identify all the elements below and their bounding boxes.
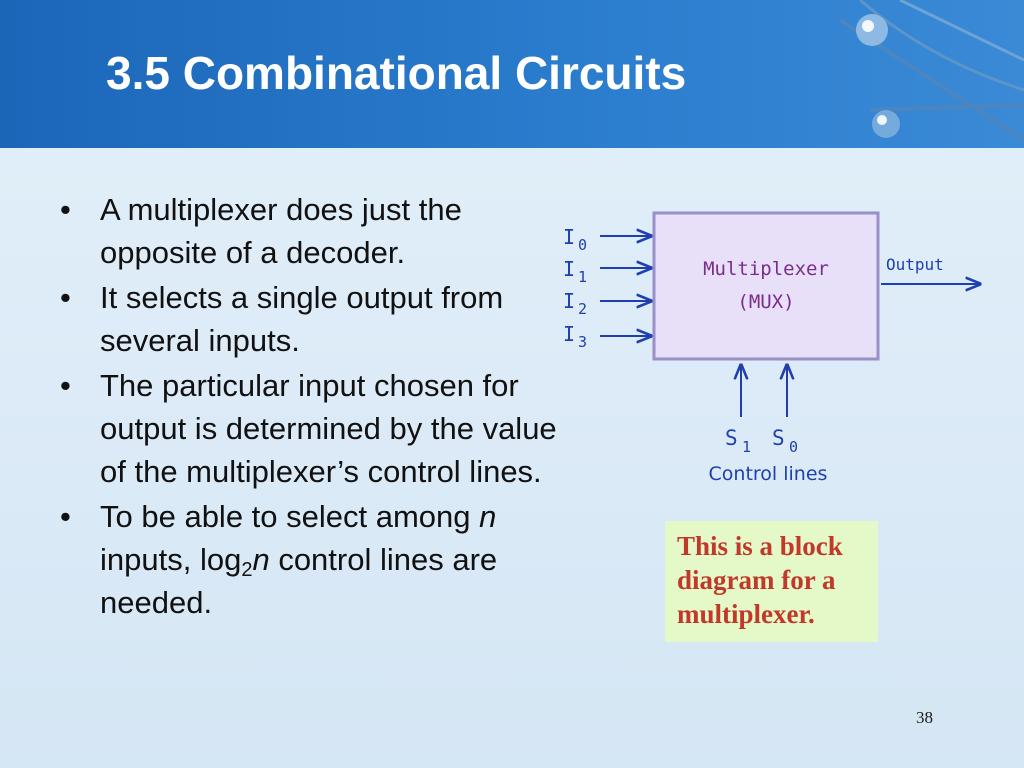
- bullet-text: To be able to select among n inputs, log…: [100, 499, 498, 620]
- input-I2: I 2: [563, 289, 651, 318]
- svg-text:0: 0: [578, 236, 587, 254]
- svg-text:I: I: [563, 322, 575, 346]
- svg-text:I: I: [563, 225, 575, 249]
- note-line: multiplexer.: [677, 599, 815, 629]
- svg-text:0: 0: [789, 438, 798, 456]
- bullet-list: • A multiplexer does just the opposite of…: [60, 188, 580, 626]
- bullet-dot: •: [60, 192, 71, 227]
- select-label-s1: S 1: [725, 426, 751, 456]
- bullet-text: It selects a single output from several …: [100, 280, 504, 358]
- decorative-background: [838, 0, 1024, 142]
- select-label-s0: S 0: [772, 426, 798, 456]
- note-box: This is a block diagram for a multiplexe…: [665, 521, 878, 642]
- mux-block-diagram: Multiplexer (MUX) I 0 I 1 I 2 I 3 Output: [563, 211, 995, 485]
- bullet-item: • To be able to select among n inputs, lo…: [60, 495, 580, 624]
- note-line: This is a block: [677, 531, 843, 561]
- svg-text:S: S: [725, 426, 738, 450]
- bullet-item: • The particular input chosen for output …: [60, 364, 580, 493]
- note-line: diagram for a: [677, 565, 836, 595]
- control-lines-label: Control lines: [709, 463, 828, 485]
- bullet-dot: •: [60, 499, 71, 534]
- svg-text:3: 3: [578, 333, 587, 351]
- bullet-text: A multiplexer does just the opposite of …: [100, 192, 462, 270]
- title-bar: 3.5 Combinational Circuits: [0, 0, 1024, 148]
- input-I3: I 3: [563, 322, 651, 351]
- bullet-dot: •: [60, 280, 71, 315]
- output-label: Output: [886, 255, 944, 274]
- input-I1: I 1: [563, 257, 651, 286]
- bullet-item: • It selects a single output from several…: [60, 276, 580, 362]
- svg-text:I: I: [563, 257, 575, 281]
- svg-text:1: 1: [742, 438, 751, 456]
- input-I0: I 0: [563, 225, 651, 254]
- page-number: 38: [916, 708, 933, 727]
- output: Output: [881, 255, 980, 284]
- svg-text:I: I: [563, 289, 575, 313]
- multiplexer-label: Multiplexer: [703, 258, 829, 280]
- multiplexer-box: [652, 211, 880, 361]
- svg-text:S: S: [772, 426, 785, 450]
- mux-label: (MUX): [737, 291, 794, 313]
- bullet-text: The particular input chosen for output i…: [100, 368, 557, 489]
- bullet-item: • A multiplexer does just the opposite of…: [60, 188, 580, 274]
- bullet-dot: •: [60, 368, 71, 403]
- svg-text:2: 2: [578, 300, 587, 318]
- svg-text:1: 1: [578, 268, 587, 286]
- slide-title: 3.5 Combinational Circuits: [106, 47, 687, 99]
